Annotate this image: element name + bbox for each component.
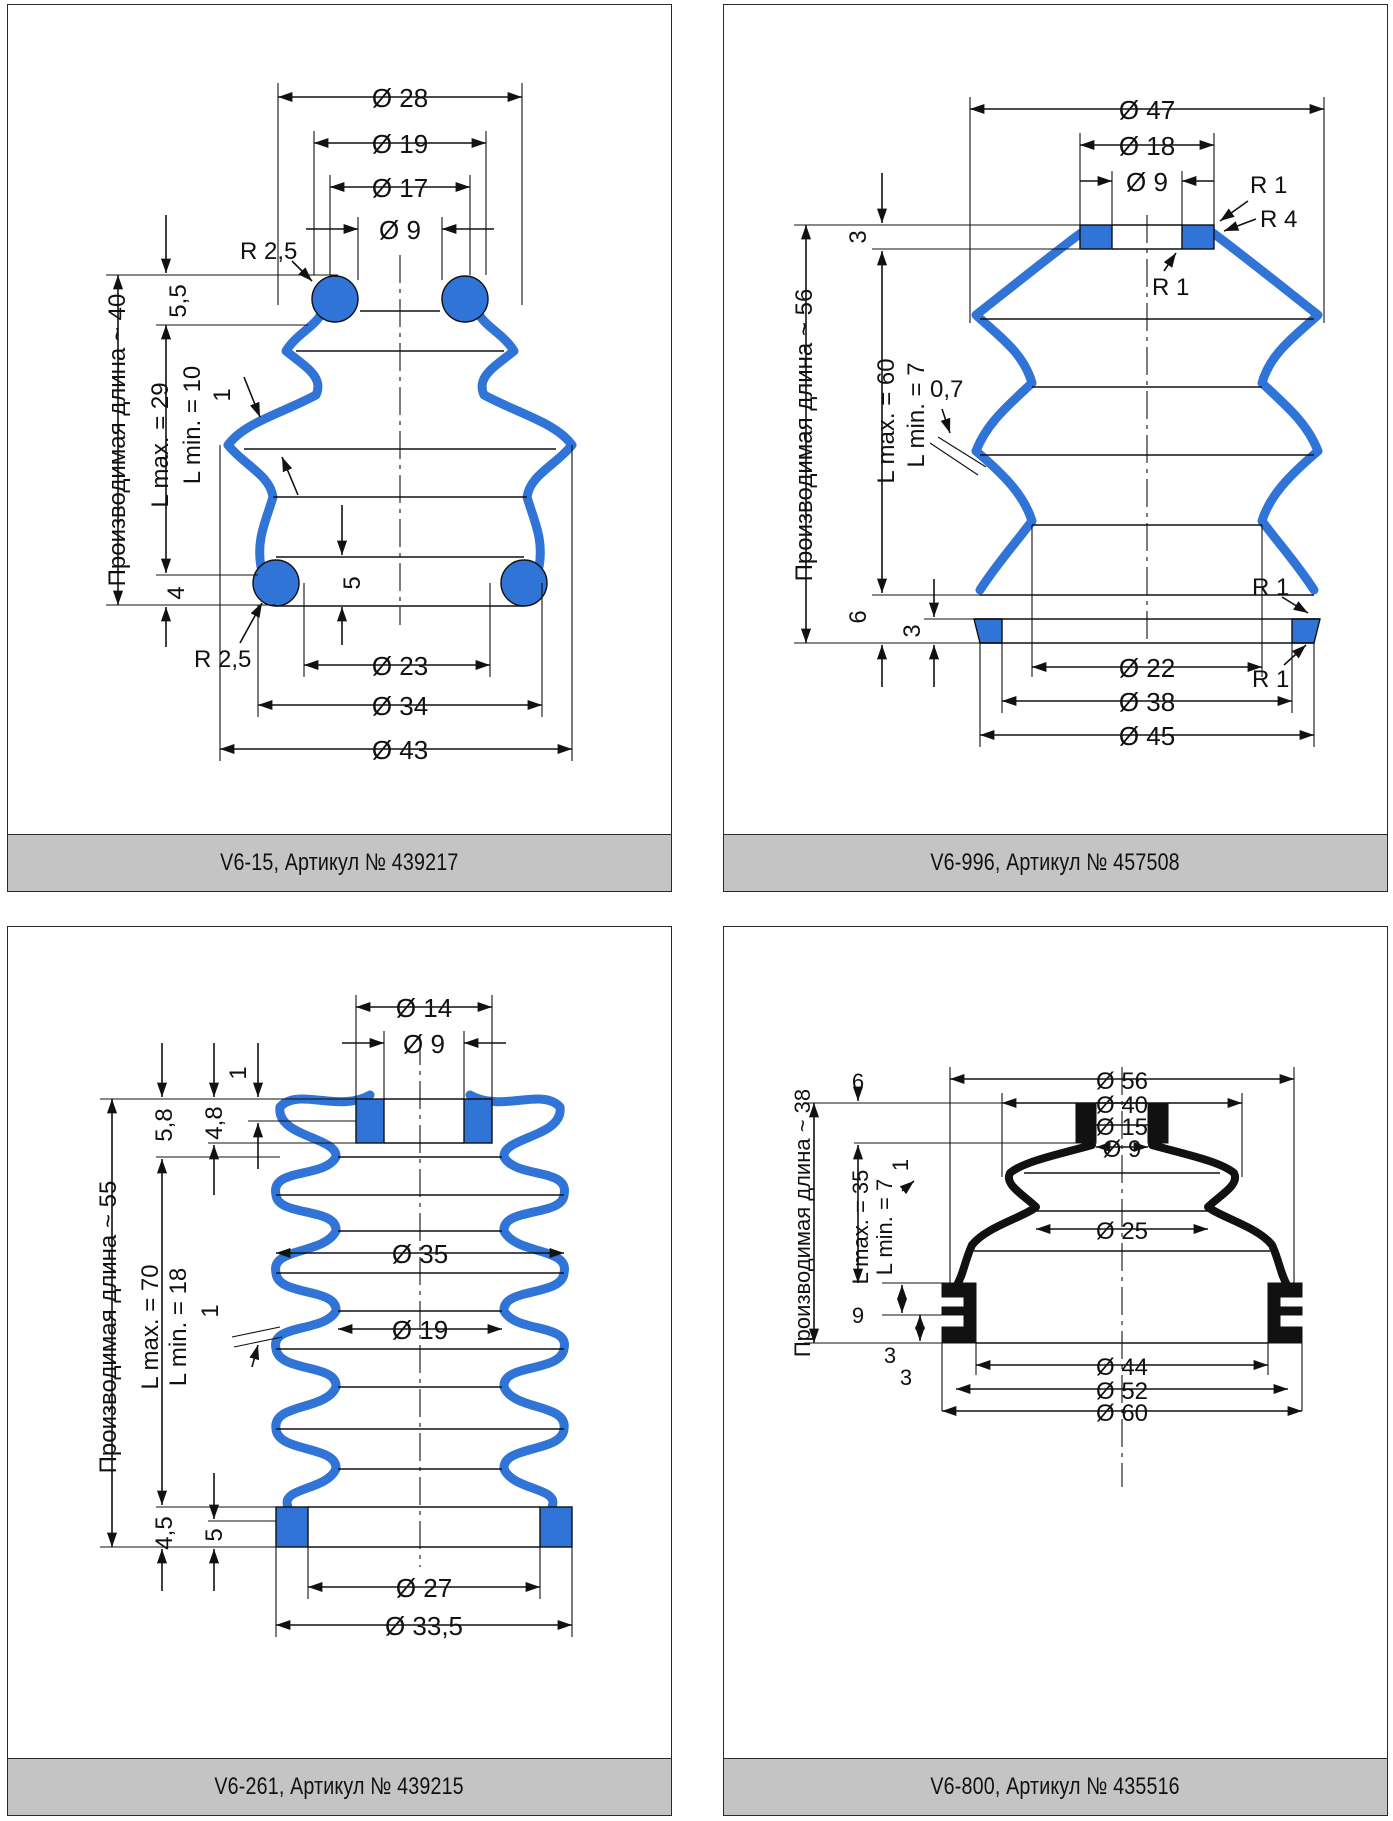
bottom-flange-right (1291, 618, 1321, 644)
bellows-wall (952, 1141, 1292, 1291)
bellows-wall (271, 1090, 569, 1512)
dim-wall-1: 1 (888, 1159, 913, 1171)
dim-h5-8: 5,8 (151, 1108, 178, 1141)
dim-d60: Ø 60 (1096, 1400, 1148, 1427)
caption-v6-996: V6-996, Артикул № 457508 (724, 834, 1387, 891)
panel-v6-15: Ø 28 Ø 19 Ø 17 Ø 9 R 2,5 Ø 23 Ø 34 Ø 43 … (7, 4, 672, 892)
bottom-flange-left (275, 1506, 309, 1548)
top-flange-left (355, 1098, 385, 1144)
caption-v6-261: V6-261, Артикул № 439215 (8, 1758, 671, 1815)
dim-d27: Ø 27 (396, 1573, 452, 1603)
drawing-v6-15: Ø 28 Ø 19 Ø 17 Ø 9 R 2,5 Ø 23 Ø 34 Ø 43 … (104, 83, 577, 765)
dim-lmax: L max. = 35 (848, 1170, 873, 1285)
dim-wall-1: 1 (197, 1304, 224, 1317)
dim-d19: Ø 19 (392, 1315, 448, 1345)
dim-r1-b: R 1 (1152, 274, 1189, 301)
dim-r-top: R 2,5 (240, 238, 297, 265)
bead-bottom-left (252, 559, 300, 607)
dim-d38: Ø 38 (1119, 687, 1175, 717)
top-flange-left (1079, 224, 1113, 250)
dim-d33-5: Ø 33,5 (385, 1611, 463, 1641)
bead-top-right (441, 275, 489, 323)
dim-h6: 6 (845, 610, 872, 623)
dim-wall-0-7: 0,7 (930, 376, 963, 403)
dim-d52: Ø 52 (1096, 1378, 1148, 1405)
bottom-flange-left (973, 618, 1003, 644)
dim-h5: 5 (201, 1528, 228, 1541)
dim-h3: 3 (845, 230, 872, 243)
dim-r1-d: R 1 (1252, 666, 1289, 693)
dim-d45: Ø 45 (1119, 721, 1175, 751)
bellows-wall (971, 228, 1323, 595)
dim-d28: Ø 28 (372, 83, 428, 113)
dim-r4: R 4 (1260, 206, 1297, 233)
dim-h4-5: 4,5 (151, 1516, 178, 1549)
dim-r-bottom: R 2,5 (194, 646, 251, 673)
dim-lmin: L min. = 10 (179, 366, 206, 485)
dim-d17: Ø 17 (372, 173, 428, 203)
drawing-v6-261: Ø 14 Ø 9 Ø 35 Ø 19 Ø 27 Ø 33,5 Производи… (95, 993, 573, 1641)
dim-lmin: L min. = 18 (165, 1268, 192, 1387)
dim-h5-5: 5,5 (165, 284, 192, 317)
top-flange-right (463, 1098, 493, 1144)
top-flange-right (1147, 1102, 1169, 1144)
dim-d19: Ø 19 (372, 129, 428, 159)
dim-h3-a: 3 (884, 1343, 896, 1368)
drawing-v6-996: Ø 47 Ø 18 Ø 9 R 1 R 4 R 1 R 1 R 1 Ø 22 Ø… (791, 95, 1325, 751)
dim-h9: 9 (852, 1303, 864, 1328)
dim-lmin: L min. = 7 (872, 1179, 897, 1275)
dim-d9: Ø 9 (1126, 167, 1168, 197)
dim-h3-b: 3 (900, 1365, 912, 1390)
dim-h6: 6 (852, 1069, 864, 1094)
dim-production-length: Производимая длина ~ 55 (95, 1181, 122, 1474)
panel-v6-800: Ø 56 Ø 40 Ø 15 Ø 9 Ø 25 Ø 44 Ø 52 Ø 60 П… (723, 926, 1388, 1816)
dim-d47: Ø 47 (1119, 95, 1175, 125)
top-flange-right (1181, 224, 1215, 250)
dim-d35: Ø 35 (392, 1239, 448, 1269)
dim-r1-a: R 1 (1250, 172, 1287, 199)
dim-d40: Ø 40 (1096, 1092, 1148, 1119)
dim-wall-1: 1 (209, 388, 236, 401)
bottom-flange-right (539, 1506, 573, 1548)
dim-d34: Ø 34 (372, 691, 428, 721)
dim-d43: Ø 43 (372, 735, 428, 765)
drawing-v6-800: Ø 56 Ø 40 Ø 15 Ø 9 Ø 25 Ø 44 Ø 52 Ø 60 П… (790, 1067, 1303, 1487)
bottom-flange-left (941, 1282, 977, 1344)
panel-v6-996: Ø 47 Ø 18 Ø 9 R 1 R 4 R 1 R 1 R 1 Ø 22 Ø… (723, 4, 1388, 892)
caption-v6-800: V6-800, Артикул № 435516 (724, 1758, 1387, 1815)
bellows-wall (223, 298, 577, 572)
dim-lmax: L max. = 29 (147, 382, 174, 507)
dim-h3-b: 3 (899, 624, 926, 637)
dim-d15: Ø 15 (1096, 1114, 1148, 1141)
dim-h1: 1 (225, 1066, 252, 1079)
dim-production-length: Производимая длина ~ 38 (790, 1089, 815, 1357)
dim-r1-c: R 1 (1252, 574, 1289, 601)
dim-d9: Ø 9 (1103, 1136, 1142, 1163)
dim-production-length: Производимая длина ~ 40 (104, 294, 131, 587)
dim-d9: Ø 9 (403, 1029, 445, 1059)
dim-h5: 5 (339, 576, 366, 589)
dim-d22: Ø 22 (1119, 653, 1175, 683)
dim-lmin: L min. = 7 (903, 362, 930, 467)
bottom-flange-right (1267, 1282, 1303, 1344)
dim-d18: Ø 18 (1119, 131, 1175, 161)
dim-lmax: L max. = 60 (873, 358, 900, 483)
dim-production-length: Производимая длина ~ 56 (791, 289, 818, 582)
dim-lmax: L max. = 70 (137, 1264, 164, 1389)
dim-d44: Ø 44 (1096, 1354, 1148, 1381)
dim-d9: Ø 9 (379, 215, 421, 245)
panel-v6-261: Ø 14 Ø 9 Ø 35 Ø 19 Ø 27 Ø 33,5 Производи… (7, 926, 672, 1816)
dim-h4-8: 4,8 (201, 1106, 228, 1139)
bead-bottom-right (500, 559, 548, 607)
caption-v6-15: V6-15, Артикул № 439217 (8, 834, 671, 891)
dim-d23: Ø 23 (372, 651, 428, 681)
dim-d56: Ø 56 (1096, 1068, 1148, 1095)
top-flange-left (1075, 1102, 1097, 1144)
dim-d25: Ø 25 (1096, 1218, 1148, 1245)
dim-h4: 4 (163, 586, 190, 599)
bead-top-left (311, 275, 359, 323)
dim-d14: Ø 14 (396, 993, 452, 1023)
